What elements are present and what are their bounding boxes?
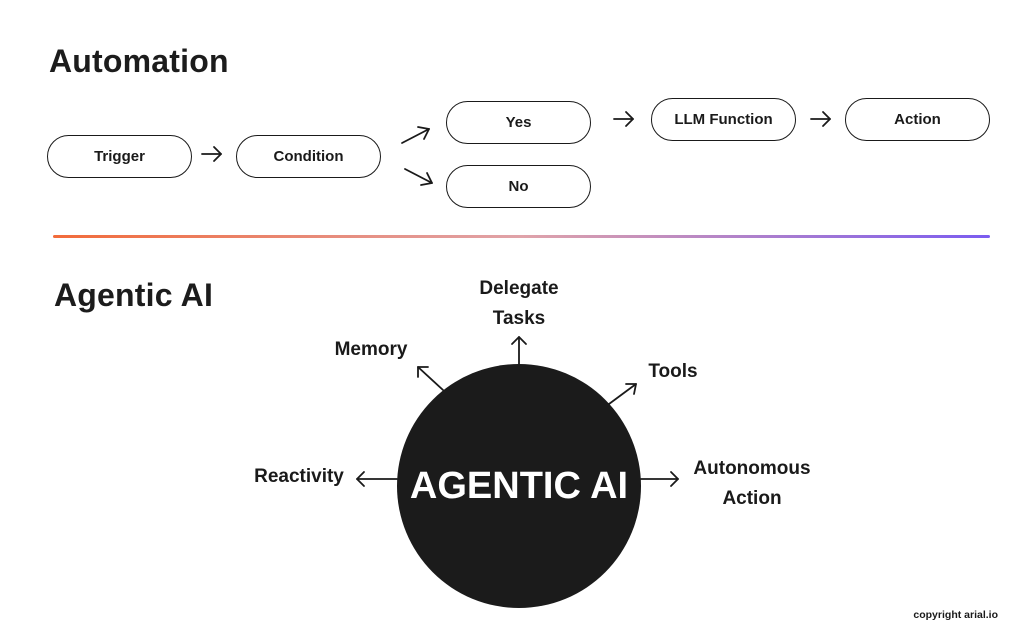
delegate-tasks-line-1: Delegate: [479, 278, 559, 299]
arrow-to-reactivity-icon: [356, 471, 398, 487]
arrow-llm-to-action-icon: [810, 111, 831, 127]
autonomous-action-label: Autonomous Action: [688, 454, 816, 514]
reactivity-label: Reactivity: [254, 466, 344, 487]
arrow-yes-to-llm-icon: [613, 111, 634, 127]
arrow-trigger-to-condition-icon: [201, 146, 222, 162]
delegate-tasks-line-2: Tasks: [492, 308, 546, 329]
memory-label: Memory: [334, 339, 408, 360]
arrow-to-memory-icon: [417, 366, 444, 391]
arrow-up-delegate-icon: [511, 336, 527, 365]
arrow-condition-to-no-icon: [404, 168, 433, 186]
automation-title: Automation: [49, 43, 229, 79]
tools-label: Tools: [648, 361, 698, 382]
agentic-ai-hub: AGENTIC AI: [397, 364, 641, 608]
copyright-text: copyright arial.io: [913, 609, 998, 621]
action-node: Action: [845, 98, 990, 141]
arrow-to-tools-icon: [608, 383, 637, 405]
llm-function-node: LLM Function: [651, 98, 796, 141]
autonomous-action-line-1: Autonomous: [693, 458, 811, 479]
hub-label: AGENTIC AI: [409, 464, 629, 507]
no-node: No: [446, 165, 591, 208]
delegate-tasks-label: Delegate Tasks: [469, 274, 569, 334]
arrow-condition-to-yes-icon: [401, 126, 430, 144]
arrow-to-autonomous-icon: [640, 471, 679, 487]
yes-node: Yes: [446, 101, 591, 144]
agentic-ai-title: Agentic AI: [54, 277, 214, 313]
autonomous-action-line-2: Action: [722, 488, 782, 509]
section-divider: [53, 235, 990, 238]
trigger-node: Trigger: [47, 135, 192, 178]
condition-node: Condition: [236, 135, 381, 178]
